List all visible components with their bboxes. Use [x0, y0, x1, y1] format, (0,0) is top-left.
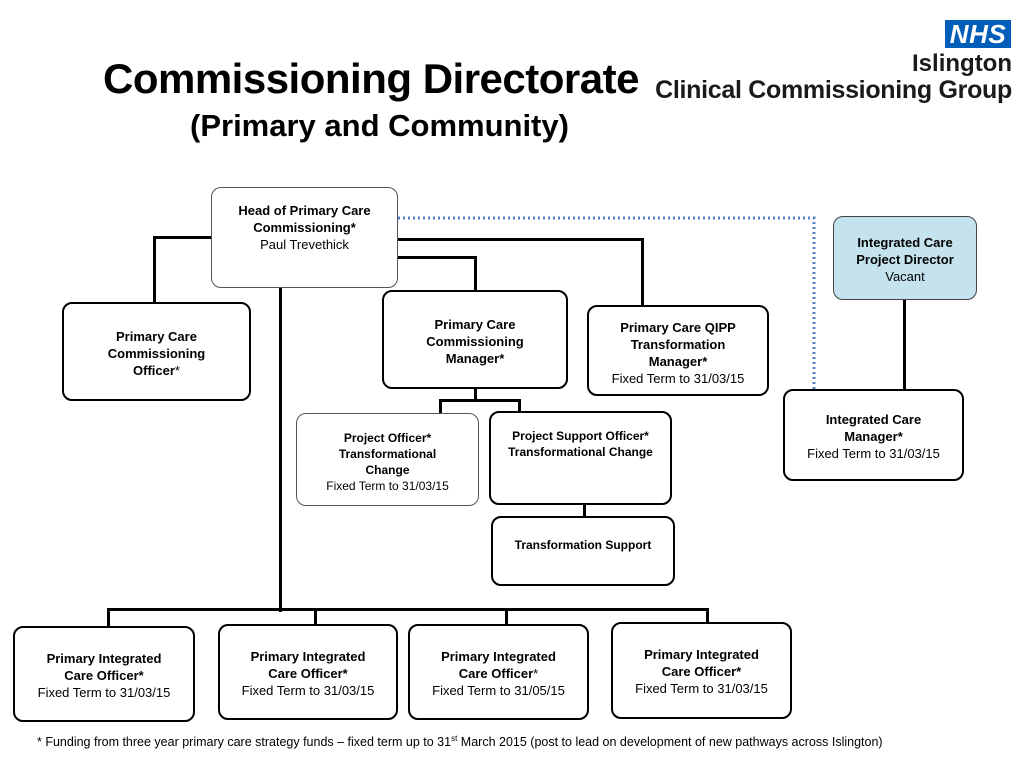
qipp-term: Fixed Term to 31/03/15	[611, 371, 745, 386]
connector	[396, 256, 477, 259]
pc-officer-suffix: *	[174, 363, 180, 378]
pico4-term: Fixed Term to 31/03/15	[635, 681, 768, 696]
connector	[706, 608, 709, 624]
connector	[153, 236, 156, 303]
qipp-title: Primary Care QIPP Transformation Manager…	[620, 320, 736, 369]
pico-box-3: Primary Integrated Care Officer* Fixed T…	[408, 624, 589, 720]
connector	[474, 256, 477, 291]
footnote-text-after: March 2015 (post to lead on development …	[457, 735, 883, 750]
head-title: Head of Primary Care Commissioning*	[238, 203, 371, 235]
pico2-term: Fixed Term to 31/03/15	[241, 683, 375, 698]
ic-director-status: Vacant	[885, 269, 925, 284]
connector	[314, 608, 317, 626]
ic-manager-term: Fixed Term to 31/03/15	[807, 446, 940, 461]
pico1-term: Fixed Term to 31/03/15	[37, 685, 171, 700]
footnote-superscript: st	[451, 734, 458, 743]
ic-project-director-box: Integrated Care Project Director Vacant	[833, 216, 977, 300]
connector	[474, 388, 477, 400]
ic-director-title: Integrated Care Project Director	[856, 235, 954, 267]
project-officer-box: Project Officer* Transformational Change…	[296, 413, 479, 506]
pico2-title: Primary Integrated Care Officer*	[250, 649, 366, 681]
pc-manager-title: Primary Care Commissioning Manager*	[426, 317, 524, 366]
page-title: Commissioning Directorate	[103, 55, 639, 102]
project-officer-title: Project Officer* Transformational Change	[338, 431, 437, 477]
pico3-term: Fixed Term to 31/05/15	[432, 683, 565, 698]
page-subtitle: (Primary and Community)	[190, 108, 569, 143]
project-support-officer-box: Project Support Officer* Transformationa…	[489, 411, 672, 505]
transformation-support-title: Transformation Support	[514, 538, 652, 552]
pc-qipp-manager-box: Primary Care QIPP Transformation Manager…	[587, 305, 769, 396]
head-of-primary-care-box: Head of Primary Care Commissioning* Paul…	[211, 187, 398, 288]
connector	[583, 504, 586, 518]
pc-officer-title: Primary Care Commissioning Officer	[107, 329, 206, 378]
funding-footnote: * Funding from three year primary care s…	[37, 734, 883, 749]
transformation-support-box: Transformation Support	[491, 516, 675, 586]
ic-manager-title: Integrated Care Manager*	[825, 412, 922, 444]
connector	[107, 608, 110, 628]
pico1-title: Primary Integrated Care Officer*	[46, 651, 162, 683]
nhs-logo: NHS	[945, 20, 1011, 48]
pico3-suffix: *	[533, 666, 539, 681]
pc-commissioning-manager-box: Primary Care Commissioning Manager*	[382, 290, 568, 389]
connector	[153, 236, 213, 239]
connector	[505, 608, 508, 626]
connector	[439, 399, 521, 402]
pico3-title: Primary Integrated Care Officer	[441, 649, 556, 681]
org-name: Islington	[912, 50, 1012, 77]
ic-manager-box: Integrated Care Manager* Fixed Term to 3…	[783, 389, 964, 481]
connector	[641, 238, 644, 306]
project-officer-term: Fixed Term to 31/03/15	[326, 479, 449, 493]
pc-commissioning-officer-box: Primary Care Commissioning Officer*	[62, 302, 251, 401]
pico-box-4: Primary Integrated Care Officer* Fixed T…	[611, 622, 792, 719]
pico-box-1: Primary Integrated Care Officer* Fixed T…	[13, 626, 195, 722]
pico-box-2: Primary Integrated Care Officer* Fixed T…	[218, 624, 398, 720]
project-support-title: Project Support Officer* Transformationa…	[508, 429, 653, 459]
connector	[107, 608, 709, 611]
connector	[279, 287, 282, 612]
connector	[396, 238, 644, 241]
head-name: Paul Trevethick	[260, 237, 349, 252]
connector	[439, 399, 442, 413]
pico4-title: Primary Integrated Care Officer*	[644, 647, 759, 679]
footnote-text-before: * Funding from three year primary care s…	[37, 735, 452, 750]
connector	[903, 299, 906, 391]
connector	[518, 399, 521, 413]
org-group-name: Clinical Commissioning Group	[655, 76, 1012, 104]
